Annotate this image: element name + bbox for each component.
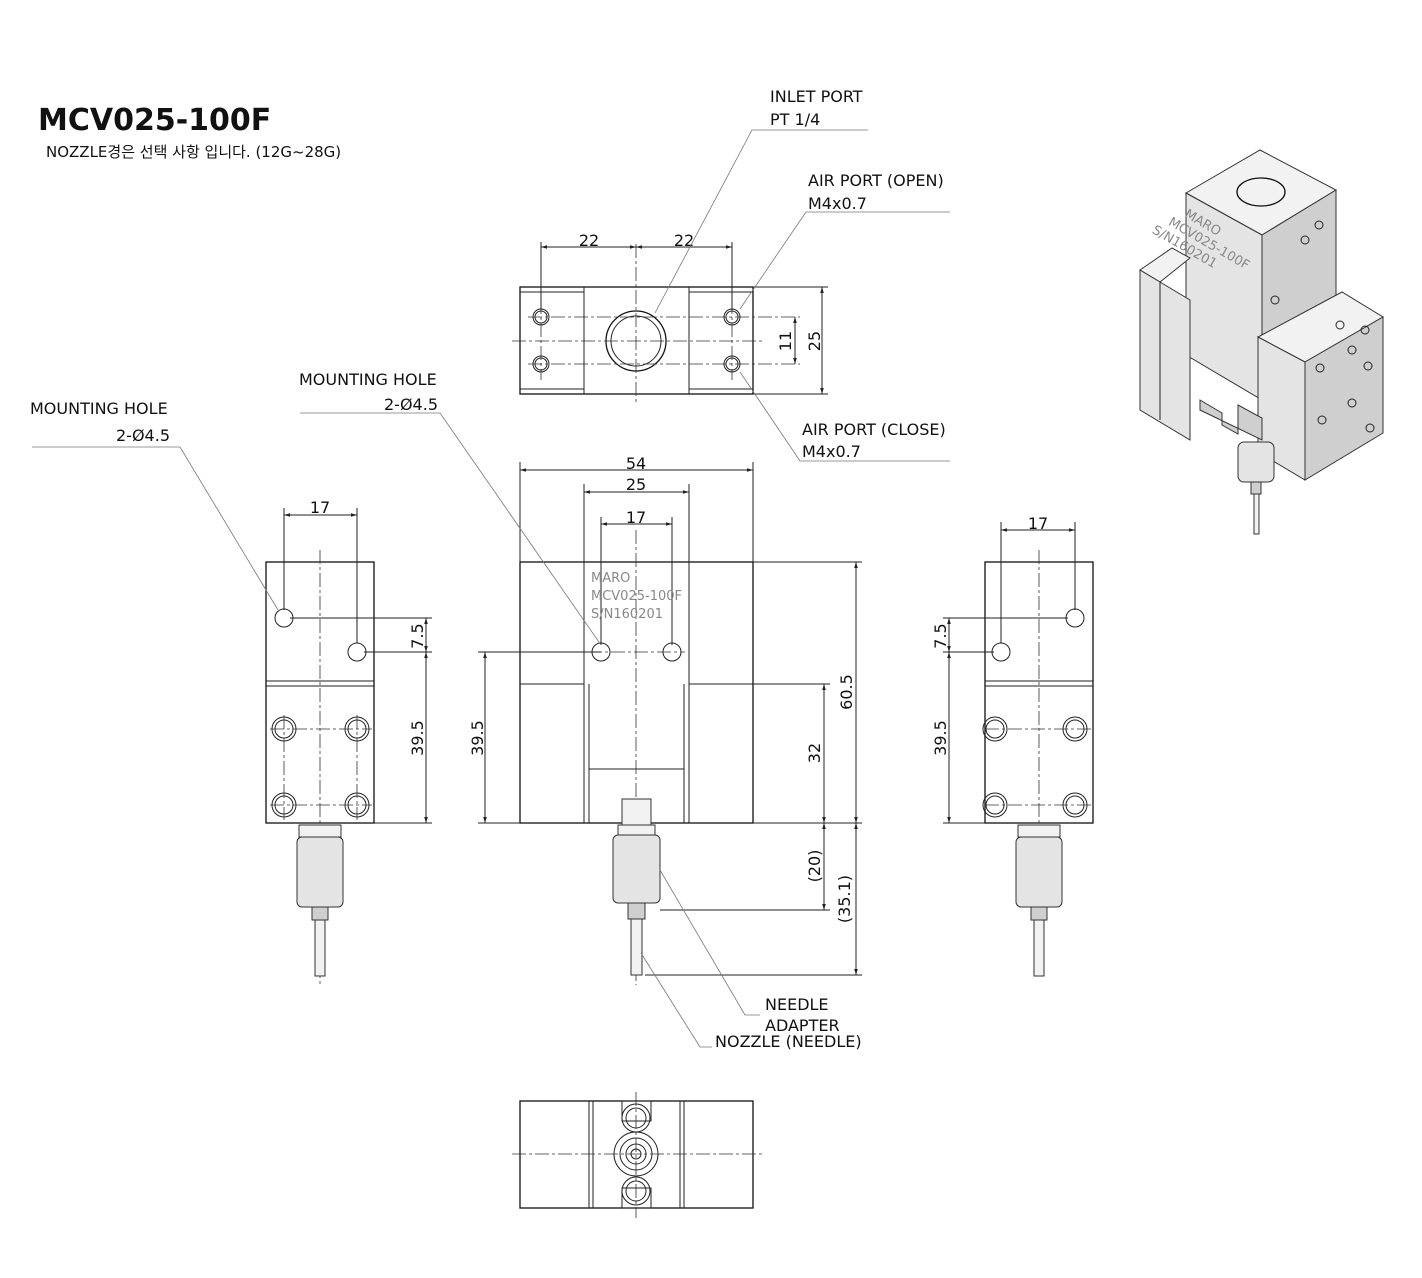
dim-front-17: 17 — [626, 508, 646, 527]
dim-left-17: 17 — [310, 498, 330, 517]
right-side-view — [943, 522, 1094, 977]
dim-left-7-5: 7.5 — [408, 623, 427, 648]
inlet-port-label: INLET PORT — [770, 87, 863, 106]
dim-top-left: 22 — [579, 231, 599, 250]
engraving-line-1: MARO — [591, 571, 630, 586]
dim-top-right: 22 — [674, 231, 694, 250]
mounting-hole-center-label: MOUNTING HOLE — [299, 370, 437, 389]
dim-front-35-1: (35.1) — [835, 875, 854, 923]
dim-front-25: 25 — [626, 475, 646, 494]
left-side-view — [265, 508, 432, 985]
nozzle-needle-label: NOZZLE (NEEDLE) — [715, 1032, 862, 1051]
dim-top-11: 11 — [776, 331, 795, 351]
top-view — [512, 242, 828, 402]
dim-top-25: 25 — [805, 331, 824, 351]
mounting-hole-center-spec: 2-Ø4.5 — [384, 395, 438, 414]
mounting-hole-left-label: MOUNTING HOLE — [30, 399, 168, 418]
needle-adapter-label-1: NEEDLE — [765, 995, 829, 1014]
front-view — [478, 462, 862, 985]
air-port-close-label: AIR PORT (CLOSE) — [802, 420, 946, 439]
dim-front-20: (20) — [805, 850, 824, 883]
air-port-open-label: AIR PORT (OPEN) — [808, 171, 944, 190]
air-port-open-spec: M4x0.7 — [808, 194, 867, 213]
nozzle-note: NOZZLE경은 선택 사항 입니다. (12G~28G) — [46, 143, 341, 161]
engraving-line-3: S/N160201 — [591, 607, 663, 622]
dim-front-32: 32 — [805, 743, 824, 763]
mounting-hole-left-spec: 2-Ø4.5 — [116, 426, 170, 445]
dim-right-7-5: 7.5 — [931, 623, 950, 648]
dim-front-60-5: 60.5 — [837, 674, 856, 710]
dim-front-54: 54 — [626, 454, 646, 473]
air-port-close-spec: M4x0.7 — [802, 442, 861, 461]
drawing-title: MCV025-100F — [38, 103, 271, 138]
dim-front-39-5: 39.5 — [468, 720, 487, 756]
needle-adapter-label-2: ADAPTER — [765, 1016, 840, 1035]
bottom-view — [512, 1092, 762, 1218]
dim-right-39-5: 39.5 — [931, 720, 950, 756]
inlet-port-spec: PT 1/4 — [770, 110, 820, 129]
engraving-line-2: MCV025-100F — [591, 589, 682, 604]
dim-right-17: 17 — [1028, 514, 1048, 533]
dim-left-39-5: 39.5 — [408, 720, 427, 756]
isometric-view — [1139, 149, 1384, 535]
